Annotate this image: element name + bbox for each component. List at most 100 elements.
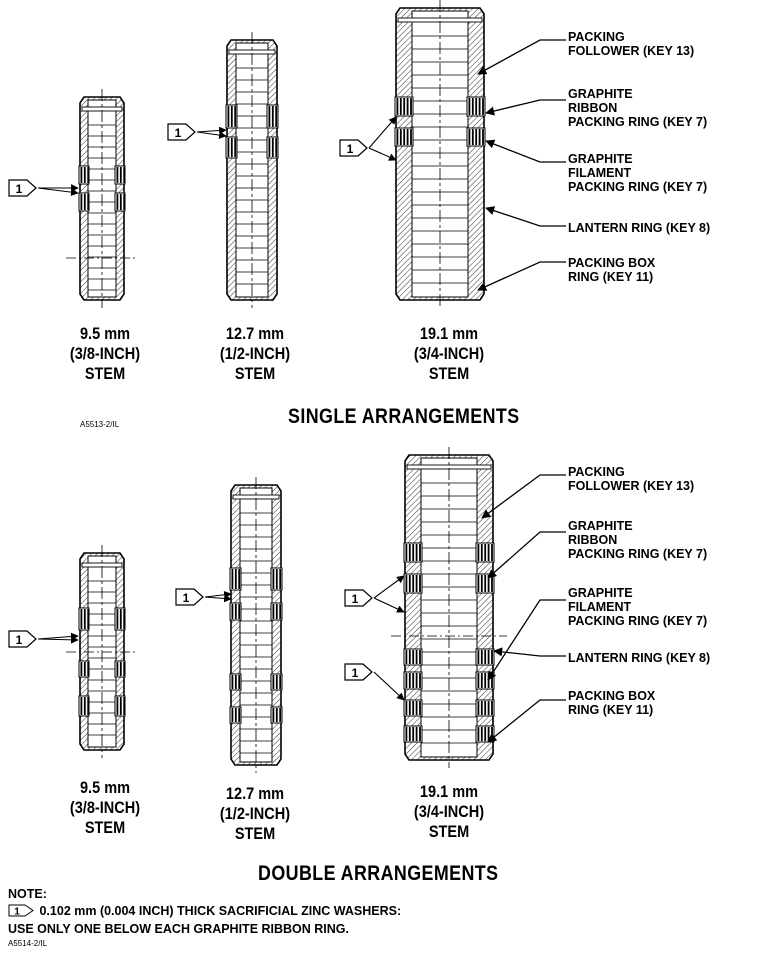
ring-stripe [412,575,415,592]
single-stem-label-small: 9.5 mm(3/8-INCH)STEM [69,325,141,383]
ring-stripe [234,675,237,689]
ring-stripe [119,697,122,715]
ring-stripe [119,609,122,629]
ring-stripe [80,662,83,676]
ring-stripe [484,701,487,715]
ring-stripe [412,650,415,664]
ring-stripe [412,544,415,561]
note-title: NOTE: [8,887,47,901]
ring-stripe [123,609,126,629]
ring-stripe [419,673,421,688]
stem-cross-sections [66,0,507,773]
callout-arrow [373,671,405,701]
ring-stripe [83,609,86,629]
ring-stripe [403,98,406,115]
leader-double-box [487,699,566,743]
ring-stripe [230,138,233,157]
ring-stripe [408,544,411,561]
ring-stripe [80,697,83,715]
ring-stripe [405,727,408,741]
ring-stripe [487,727,490,741]
ring-stripe [123,167,126,183]
ring-stripe [238,604,241,619]
double-stem-large [391,447,507,768]
callout-arrow [204,594,232,603]
ring-stripe [116,662,119,676]
ring-stripe [271,138,274,157]
callout-box [8,179,37,197]
double-label-lantern-ring: LANTERN RING (KEY 8) [568,651,711,665]
single-stem-small [66,89,138,308]
ring-stripe [403,129,406,145]
double-arrangements-heading: DOUBLE ARRANGEMENTS [258,862,499,885]
callout-arrow [368,147,397,161]
ring-stripe [412,673,415,688]
ring-stripe [408,650,411,664]
ring-stripe [419,727,421,741]
callout-arrow [37,635,79,644]
ring-stripe [419,575,421,592]
ring-stripe [279,675,282,689]
single-drawing-code: A5513-2/IL [80,420,120,429]
ring-stripe [406,98,409,115]
ring-stripe [87,167,90,183]
ring-stripe [484,575,487,592]
callout-arrow [204,590,232,599]
ring-stripe [271,106,274,127]
ring-stripe [478,98,481,115]
ring-stripe [419,701,421,715]
double-stem-label-medium: 12.7 mm(1/2-INCH)STEM [219,785,291,843]
ring-stripe [234,604,237,619]
ring-stripe [415,650,418,664]
single-stem-large [394,0,486,308]
callout-arrow [196,126,227,135]
callout-single-medium: 1 [167,123,227,141]
single-arrangements-heading: SINGLE ARRANGEMENTS [288,405,520,428]
ring-stripe [480,544,483,561]
ring-stripe [484,727,487,741]
ring-stripe [234,138,237,157]
callout-double-medium: 1 [175,588,232,606]
ring-stripe [487,673,490,688]
ring-stripe [272,708,275,722]
ring-stripe [480,701,483,715]
ring-stripe [230,106,233,127]
ring-stripe [405,673,408,688]
ring-stripe [275,138,278,157]
single-stem-label-large: 19.1 mm(3/4-INCH)STEM [413,325,485,383]
callout-double-large: 1 [344,575,405,613]
single-stem-label-medium: 12.7 mm(1/2-INCH)STEM [219,325,291,383]
callout-arrow [37,187,79,196]
ring-stripe [119,167,122,183]
ring-stripe [234,106,237,127]
leader-single-follower [477,39,566,75]
ring-stripe [238,708,241,722]
single-stem-medium [225,32,279,308]
part-leader-lines [477,39,566,743]
ring-stripe [80,609,83,629]
ring-stripe [410,129,412,145]
ring-stripe [275,708,278,722]
ring-stripe [419,650,421,664]
ring-stripe [231,708,234,722]
ring-stripe [83,697,86,715]
note-line-1: 1 0.102 mm (0.004 INCH) THICK SACRIFICIA… [8,903,401,920]
ring-stripe [116,167,119,183]
ring-stripe [275,675,278,689]
ring-stripe [480,650,483,664]
callout-number: 1 [175,126,182,140]
ring-stripe [279,569,282,589]
ring-stripe [238,569,241,589]
ring-stripe [268,138,271,157]
ring-stripe [272,569,275,589]
ring-stripe [484,544,487,561]
callout-arrow [37,632,79,641]
callout-box [344,589,373,607]
callout-double-small: 1 [8,630,79,648]
